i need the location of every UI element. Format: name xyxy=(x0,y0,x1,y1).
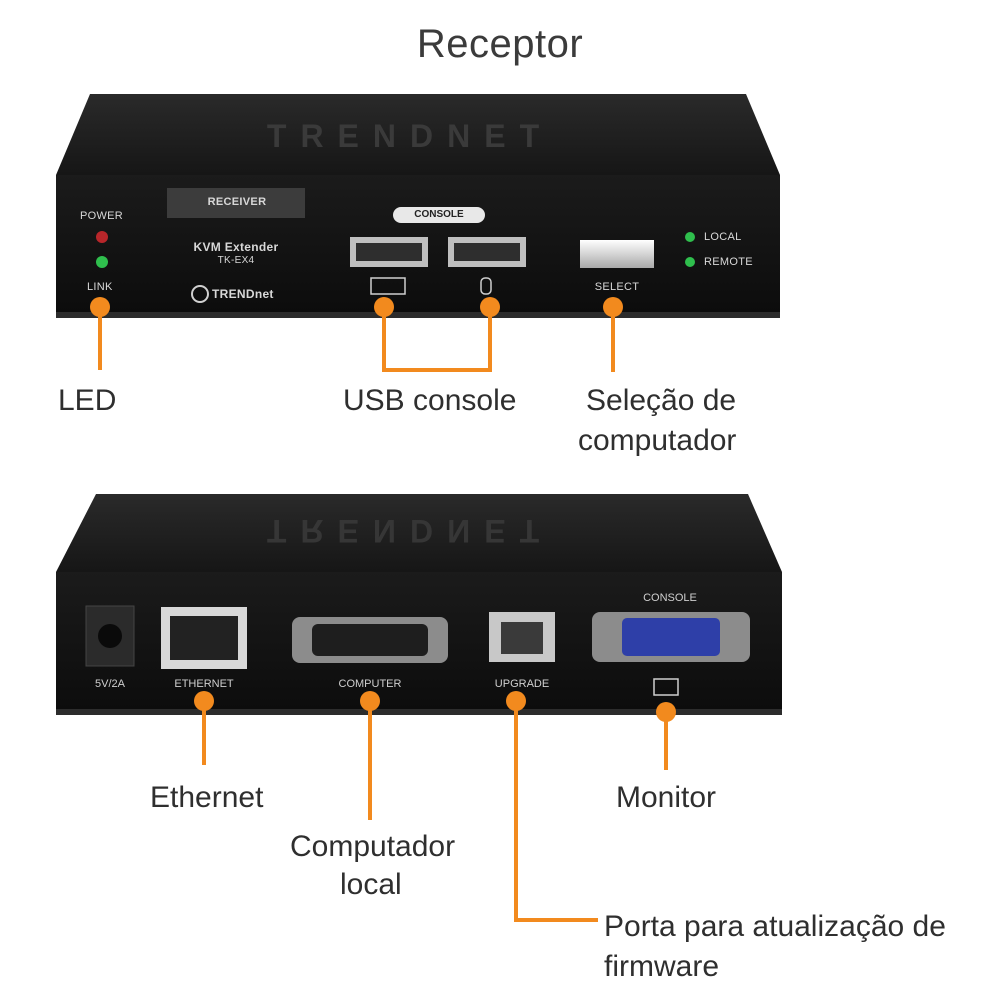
model-name: KVM Extender xyxy=(193,240,279,254)
callout-ethernet: Ethernet xyxy=(150,781,264,814)
callout-select-line1: Seleção de xyxy=(586,384,737,417)
brand-logo-text: TRENDnet xyxy=(212,287,274,301)
select-label: SELECT xyxy=(594,281,640,293)
upgrade-port-label: UPGRADE xyxy=(494,678,550,690)
rear-device-top xyxy=(56,494,782,572)
callout-dots xyxy=(90,297,676,722)
callout-computer-line1: Computador xyxy=(290,830,456,863)
callout-firmware-line2: firmware xyxy=(604,950,720,983)
callout-led: LED xyxy=(58,384,117,417)
callout-lines xyxy=(98,307,668,922)
monitor-icon xyxy=(653,678,679,696)
callout-computer-line2: local xyxy=(340,868,402,901)
callout-monitor: Monitor xyxy=(616,781,717,814)
receiver-badge xyxy=(167,188,305,218)
link-led xyxy=(96,256,108,268)
vga-console-blue xyxy=(622,618,720,656)
model-number: TK-EX4 xyxy=(217,255,255,266)
link-label: LINK xyxy=(87,281,113,293)
computer-port-label: COMPUTER xyxy=(338,678,402,690)
trendnet-logo-icon xyxy=(191,285,209,303)
rear-embossed-brand: TRENDNET xyxy=(266,513,554,549)
power-led xyxy=(96,231,108,243)
console-label: CONSOLE xyxy=(414,209,464,220)
power-port-label: 5V/2A xyxy=(95,678,125,690)
callout-select-line2: computador xyxy=(578,424,737,457)
receiver-badge-label: RECEIVER xyxy=(207,196,267,208)
remote-led xyxy=(685,257,695,267)
mouse-icon xyxy=(480,277,492,295)
local-led xyxy=(685,232,695,242)
front-device-top xyxy=(56,94,780,175)
power-label: POWER xyxy=(80,210,124,222)
callout-firmware-line1: Porta para atualização de xyxy=(604,910,946,943)
front-embossed-brand: TRENDNET xyxy=(266,118,554,154)
keyboard-icon xyxy=(370,277,406,295)
page-title: Receptor xyxy=(416,22,584,66)
remote-label: REMOTE xyxy=(704,256,753,268)
console-pill xyxy=(393,207,485,223)
select-button xyxy=(580,240,654,268)
rear-console-label: CONSOLE xyxy=(643,592,697,604)
local-label: LOCAL xyxy=(704,231,742,243)
ethernet-port-label: ETHERNET xyxy=(174,678,234,690)
callout-usb-console: USB console xyxy=(343,384,517,417)
